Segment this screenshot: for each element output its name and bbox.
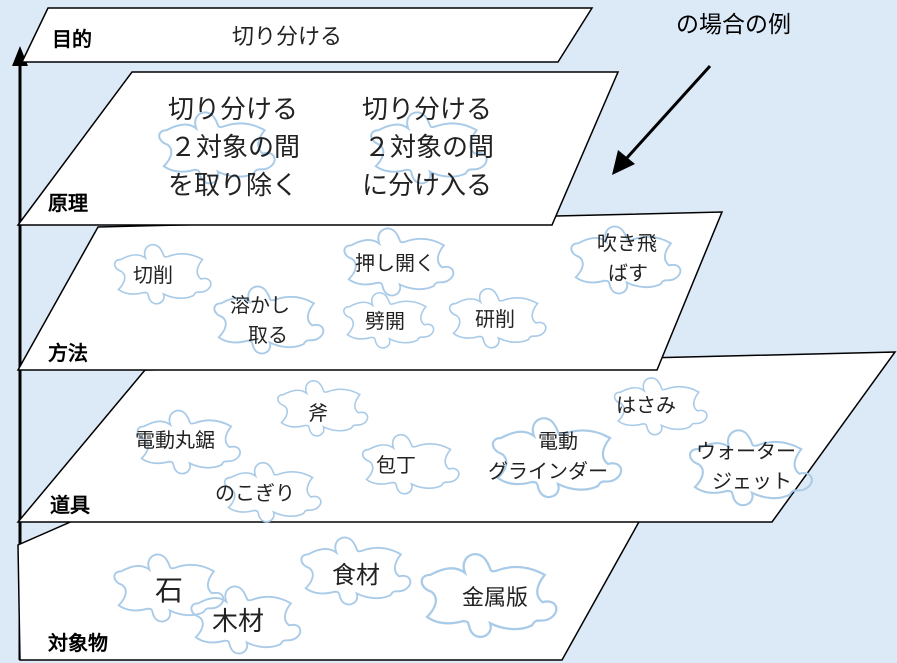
purpose-plane [20, 7, 594, 63]
object-item: 食材 [332, 561, 380, 589]
method-item: 劈開 [365, 309, 405, 333]
principle-item-line: 切り分ける [168, 95, 298, 125]
object-item: 石 [155, 574, 183, 607]
method-item: 取る [248, 323, 288, 347]
tool-item: 包丁 [376, 453, 416, 477]
arrow-icon [612, 64, 712, 175]
example-caption: の場合の例 [676, 12, 791, 38]
principle-plane [16, 71, 620, 226]
purpose-layer-name: 目的 [52, 27, 92, 51]
layer-method: 方法 切削 溶かし 取る 押し開く 劈開 研削 吹き飛 ばす [16, 211, 724, 371]
tool-item: ジェット [712, 469, 792, 493]
object-layer-name: 対象物 [47, 631, 108, 655]
layer-tool: 道具 電動丸鋸 斧 のこぎり 包丁 電動 グラインダー はさみ ウォーター ジェ… [16, 351, 897, 523]
tool-layer-name: 道具 [50, 493, 90, 517]
tool-item: はさみ [616, 393, 676, 417]
principle-layer-name: 原理 [48, 191, 88, 215]
layer-principle: 原理 切り分ける ２対象の間 を取り除く 切り分ける ２対象の間 に分け入る [16, 71, 620, 226]
tool-item: グラインダー [488, 459, 608, 483]
method-item: ばす [608, 261, 648, 285]
tool-item: 斧 [308, 401, 328, 425]
principle-item-line: 切り分ける [362, 95, 492, 125]
method-layer-name: 方法 [48, 341, 88, 365]
method-item: 研削 [475, 307, 515, 331]
layer-purpose: 目的 切り分ける [20, 7, 594, 63]
tool-item: 電動 [538, 429, 578, 453]
tool-plane [16, 351, 897, 523]
tool-item: ウォーター [696, 439, 796, 463]
method-item: 吹き飛 [597, 231, 657, 255]
principle-item-line: ２対象の間 [170, 133, 300, 163]
layer-object: 対象物 石 木材 食材 金属版 [17, 519, 642, 661]
principle-item-line: ２対象の間 [364, 133, 494, 163]
principle-item-line: を取り除く [168, 171, 298, 201]
method-item: 押し開く [355, 251, 435, 275]
method-item: 溶かし [230, 293, 290, 317]
principle-item-line: に分け入る [362, 171, 492, 201]
method-item: 切削 [133, 263, 173, 287]
object-item: 金属版 [462, 586, 528, 611]
tool-item: のこぎり [215, 481, 295, 505]
tool-item: 電動丸鋸 [135, 428, 215, 452]
purpose-item: 切り分ける [232, 25, 342, 50]
object-item: 木材 [212, 607, 264, 637]
object-plane [17, 519, 642, 661]
